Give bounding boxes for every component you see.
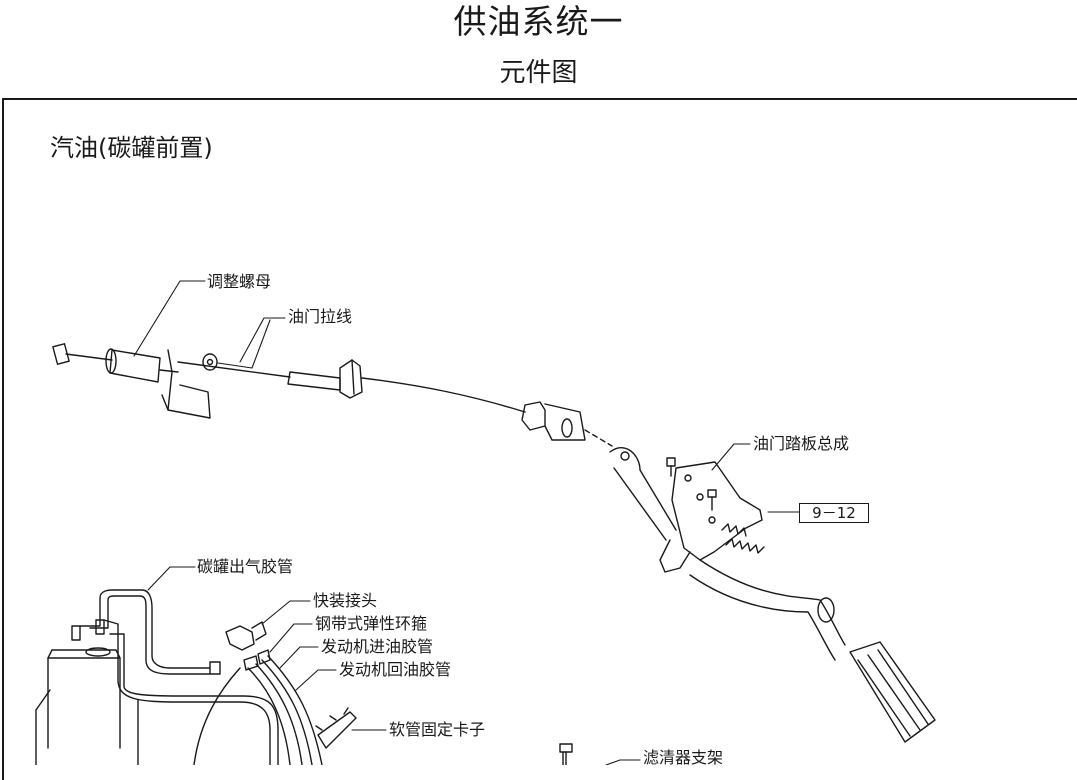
fuel-hoses-drawing xyxy=(193,621,573,765)
callout-engine-supply-hose: 发动机进油胶管 xyxy=(321,637,434,656)
callout-adjust-nut: 调整螺母 xyxy=(207,272,272,291)
canister-drawing xyxy=(35,589,279,765)
torque-reference-box: 9－12 xyxy=(799,503,869,523)
diagram-frame xyxy=(2,98,1077,780)
callout-leaders xyxy=(133,280,800,765)
callout-canister-vent-hose: 碳罐出气胶管 xyxy=(197,557,294,576)
callout-quick-connector: 快装接头 xyxy=(313,591,378,610)
throttle-cable-drawing xyxy=(52,319,613,447)
callout-engine-return-hose: 发动机回油胶管 xyxy=(339,660,452,679)
pedal-assembly-drawing xyxy=(609,446,936,743)
callout-pedal-assembly: 油门踏板总成 xyxy=(753,434,850,453)
page-subtitle: 元件图 xyxy=(499,58,578,88)
callout-filter-bracket: 滤清器支架 xyxy=(643,748,724,767)
page-title: 供油系统一 xyxy=(453,2,624,41)
callout-throttle-cable: 油门拉线 xyxy=(288,307,353,326)
callout-spring-clamp: 钢带式弹性环箍 xyxy=(315,614,428,633)
section-label: 汽油(碳罐前置) xyxy=(50,134,213,162)
callout-hose-clip: 软管固定卡子 xyxy=(389,720,486,739)
